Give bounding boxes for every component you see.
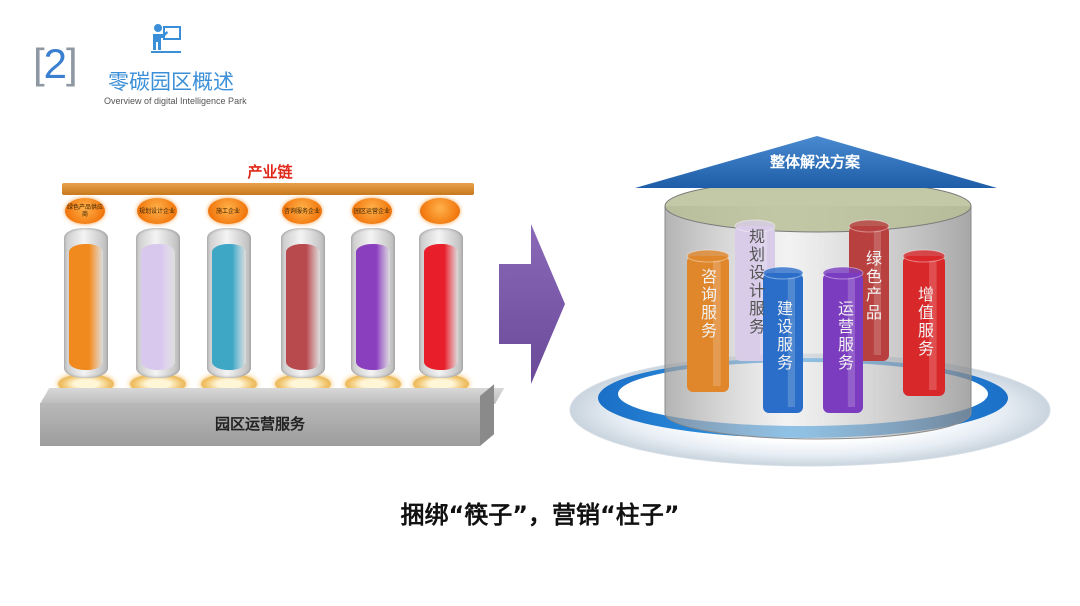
base-side (480, 384, 494, 446)
section-number-value: 2 (43, 40, 67, 87)
base-front (40, 403, 480, 446)
roof-triangle (635, 136, 997, 188)
column-label-construction: 建设服务 (774, 300, 793, 372)
section-number: [2] (33, 40, 78, 88)
pillar-cap-2: 规划设计企业 (137, 198, 177, 224)
column-cap-construction (762, 266, 804, 280)
pillar-cap-4: 咨询服务企业 (282, 198, 322, 224)
column-construction (762, 266, 804, 413)
column-body-operation (823, 273, 863, 413)
column-body-construction (763, 273, 803, 413)
column-shine-value-added (929, 260, 937, 390)
park-operation-label: 园区运营服务 (214, 415, 305, 433)
bracket-open: [ (33, 40, 45, 87)
column-cap-consulting (686, 249, 730, 263)
pillar-2 (136, 228, 180, 378)
overall-solution-label: 整体解决方案 (769, 153, 860, 171)
column-label-operation: 运营服务 (835, 300, 854, 372)
solution-cylinder (569, 136, 1051, 467)
column-consulting (686, 249, 730, 392)
bracket-close: ] (66, 40, 78, 87)
right-arrow-icon (499, 224, 565, 384)
column-value-added (902, 249, 946, 396)
base-top (40, 388, 505, 404)
pillar-cap-5: 园区运营企业 (352, 198, 392, 224)
pillar-liquid-4 (286, 244, 320, 370)
column-operation (822, 266, 864, 413)
column-body-value-added (903, 256, 945, 396)
column-label-green-products: 绿色产品 (863, 250, 882, 322)
section-subtitle: Overview of digital Intelligence Park (104, 96, 247, 106)
column-shine-green-products (873, 230, 881, 355)
pillar-1 (64, 228, 108, 378)
column-shine-construction (787, 277, 795, 407)
pillar-cap-3: 施工企业 (208, 198, 248, 224)
column-cap-value-added (902, 249, 946, 263)
pillar-cap-6 (420, 198, 460, 224)
column-shine-operation (847, 277, 855, 407)
pillar-3 (207, 228, 251, 378)
pillar-liquid-2 (141, 244, 175, 370)
slide-caption: 捆绑“筷子”，营销“柱子” (400, 501, 680, 529)
industry-chain-beam (62, 183, 474, 195)
column-label-value-added: 增值服务 (915, 286, 934, 358)
pillar-liquid-5 (356, 244, 390, 370)
pillar-liquid-6 (424, 244, 458, 370)
presenter-icon (151, 24, 181, 53)
column-label-consulting: 咨询服务 (698, 268, 717, 340)
column-cap-planning (734, 219, 776, 233)
pillar-liquid-1 (69, 244, 103, 370)
column-cap-green-products (848, 219, 890, 233)
section-title: 零碳园区概述 (108, 70, 234, 94)
pillar-4 (281, 228, 325, 378)
industry-chain-label: 产业链 (247, 163, 293, 181)
pillar-cap-1: 绿色产品供应商 (65, 198, 105, 224)
pillar-5 (351, 228, 395, 378)
column-cap-operation (822, 266, 864, 280)
column-shine-consulting (713, 260, 721, 386)
column-body-consulting (687, 256, 729, 392)
pillar-6 (419, 228, 463, 378)
column-label-planning: 规划设计服务 (746, 228, 765, 336)
pillar-liquid-3 (212, 244, 246, 370)
